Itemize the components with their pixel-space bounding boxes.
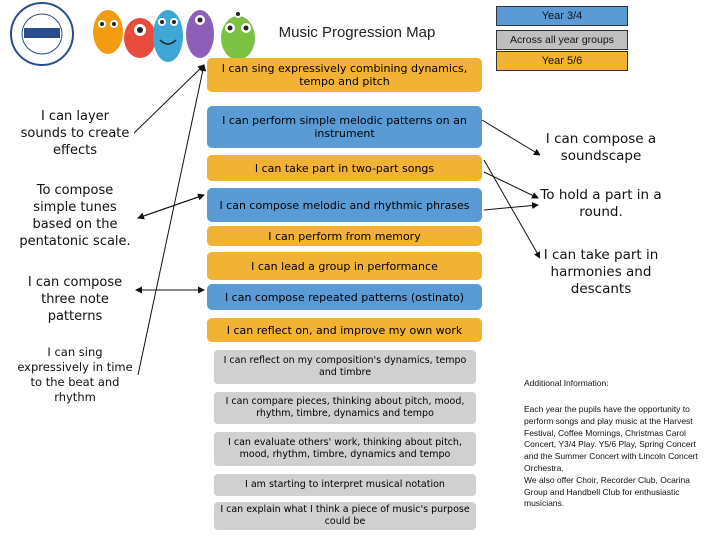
all-years-statement: I can explain what I think a piece of mu…: [214, 502, 476, 530]
legend-year-3-4: Year 3/4: [496, 6, 628, 26]
right-item-round: To hold a part in a round.: [540, 187, 662, 221]
left-item-sing-beat: I can sing expressively in time to the b…: [16, 345, 134, 405]
center-statement: I can compose repeated patterns (ostinat…: [207, 284, 482, 310]
arrow-layer-to-sing-expressively: [131, 64, 205, 136]
right-item-soundscape: I can compose a soundscape: [540, 131, 662, 165]
all-years-statement: I can evaluate others' work, thinking ab…: [214, 432, 476, 466]
arrow-two-part-to-round: [483, 171, 539, 199]
center-statement: I can sing expressively combining dynami…: [207, 58, 482, 92]
all-years-statement: I can compare pieces, thinking about pit…: [214, 392, 476, 424]
arrow-melodic-to-soundscape: [481, 119, 541, 156]
school-seal: [10, 2, 74, 66]
additional-info-body: Each year the pupils have the opportunit…: [524, 404, 698, 509]
monster-mascots: [93, 10, 255, 62]
center-statement: I can lead a group in performance: [207, 252, 482, 280]
arrow-compose-phrases-to-pentatonic: [137, 194, 205, 220]
arrow-two-part-to-harmonies: [483, 159, 541, 259]
all-years-statement: I am starting to interpret musical notat…: [214, 474, 476, 496]
center-statement: I can compose melodic and rhythmic phras…: [207, 188, 482, 222]
center-statement: I can perform simple melodic patterns on…: [207, 106, 482, 148]
center-statement: I can take part in two-part songs: [207, 155, 482, 181]
all-years-statement: I can reflect on my composition's dynami…: [214, 350, 476, 384]
left-item-pentatonic: To compose simple tunes based on the pen…: [16, 182, 134, 250]
center-statement: I can perform from memory: [207, 226, 482, 246]
additional-info-heading: Additional Information:: [524, 378, 609, 388]
left-item-layer-sounds: I can layer sounds to create effects: [16, 108, 134, 159]
legend-all-years: Across all year groups: [496, 30, 628, 50]
right-item-harmonies: I can take part in harmonies and descant…: [540, 247, 662, 298]
page-title: Music Progression Map: [278, 24, 436, 41]
legend-year-5-6: Year 5/6: [496, 51, 628, 71]
left-item-three-note: I can compose three note patterns: [16, 274, 134, 325]
center-statement: I can reflect on, and improve my own wor…: [207, 318, 482, 342]
school-logo: [10, 2, 255, 66]
arrow-sing-to-sing-expressively: [137, 64, 207, 376]
